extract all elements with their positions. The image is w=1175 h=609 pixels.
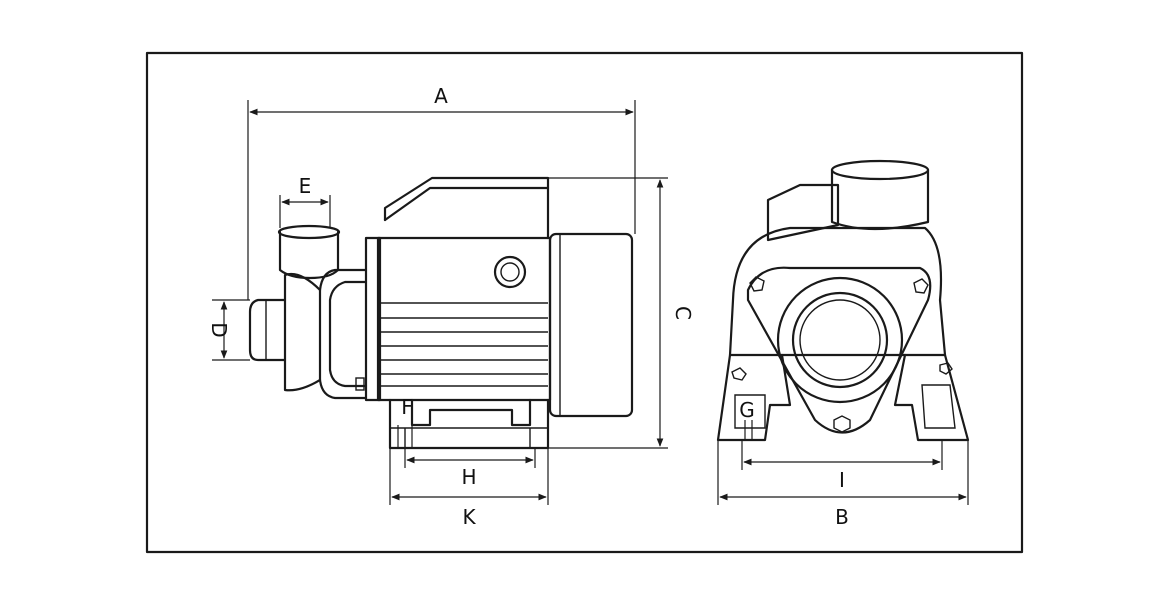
pump-front-view [716,159,970,442]
dimension-label-e: E [299,174,312,198]
dimension-label-h: H [461,465,476,489]
dimension-label-c: C [671,306,695,320]
dimension-label-b: B [835,505,849,529]
dimension-label-d: D [207,322,231,337]
dimension-label-f: F [401,395,413,419]
dimension-label-k: K [462,505,476,529]
dimension-label-g: G [739,398,755,422]
pump-side-view [248,176,634,450]
dimension-label-i: I [839,468,845,492]
dimension-label-a: A [434,84,448,108]
diagram-frame [145,51,1024,554]
